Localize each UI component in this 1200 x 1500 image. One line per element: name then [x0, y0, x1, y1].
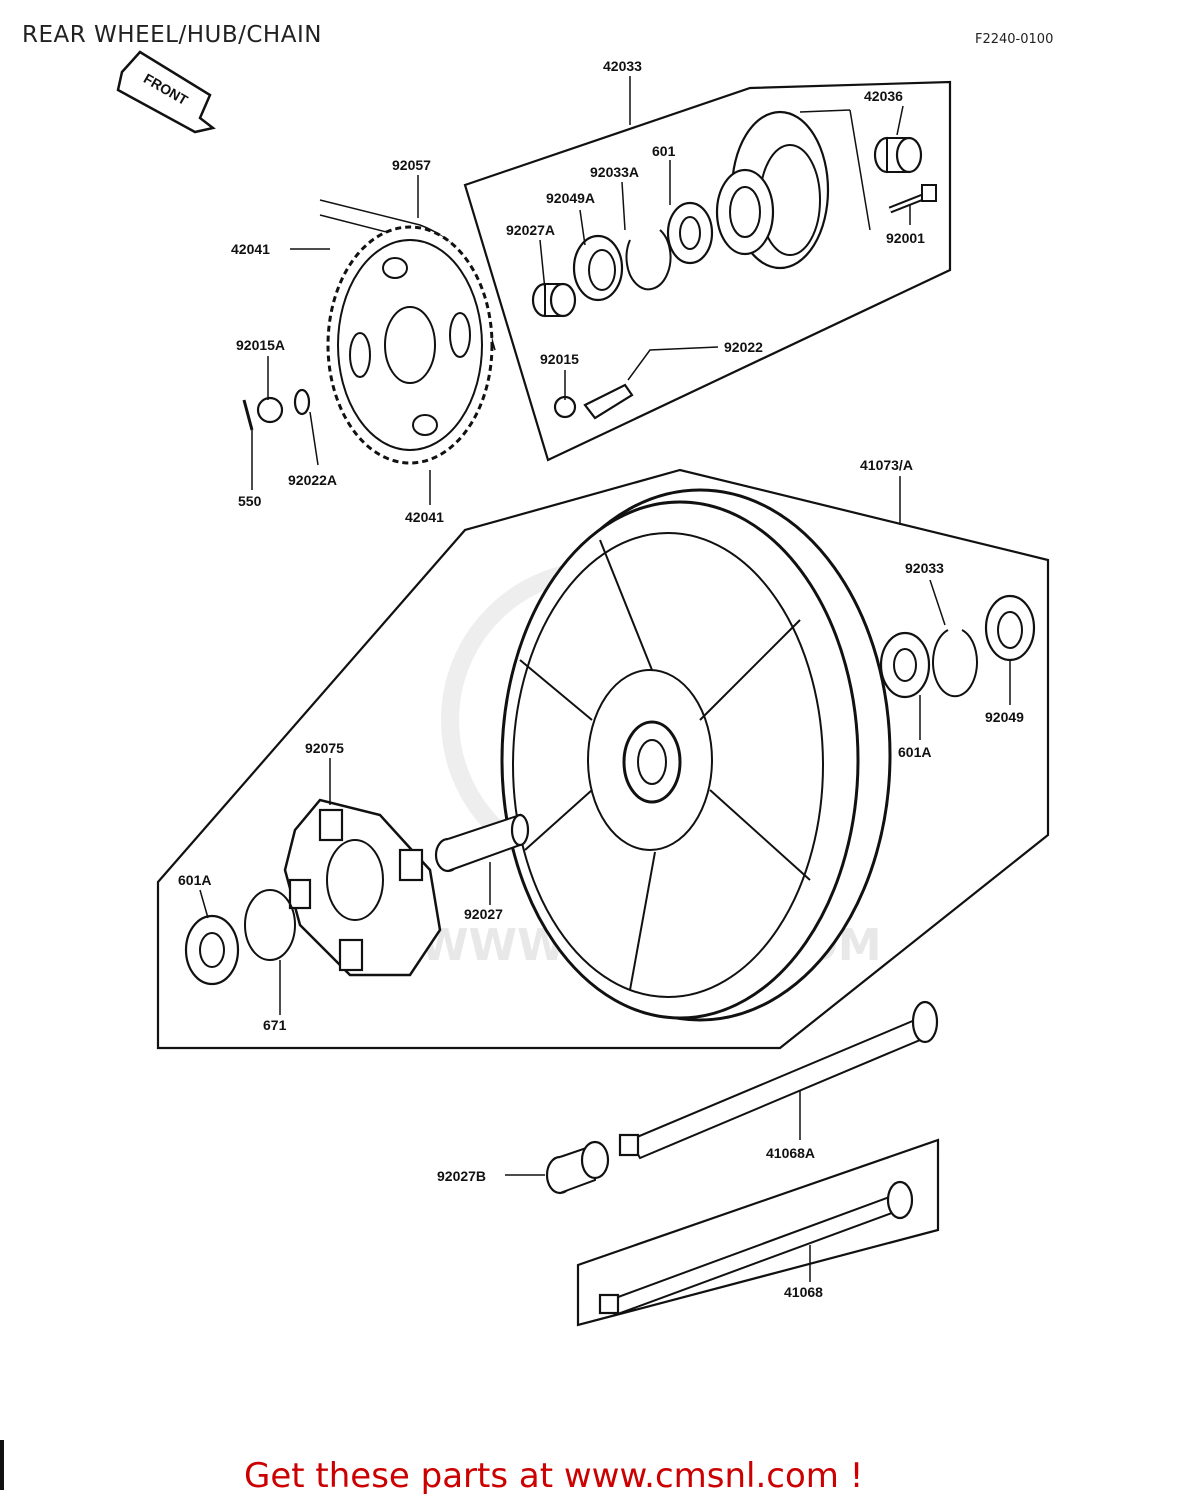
label-92015: 92015 [540, 351, 579, 367]
rear-wheel-41073A [500, 488, 892, 1022]
front-arrow-icon: FRONT [116, 50, 216, 134]
label-92033: 92033 [905, 560, 944, 576]
circlip-92033A [625, 229, 672, 291]
axle-41068 [598, 1180, 914, 1317]
label-92022: 92022 [724, 339, 763, 355]
footer-link-text[interactable]: Get these parts at www.cmsnl.com ! [244, 1456, 864, 1496]
label-42036: 42036 [864, 88, 903, 104]
bearing-601A-right [879, 631, 931, 699]
label-601A-right: 601A [898, 744, 931, 760]
label-92049A: 92049A [546, 190, 595, 206]
label-92075: 92075 [305, 740, 344, 756]
label-92057: 92057 [392, 157, 431, 173]
axle-41068A [618, 1000, 939, 1160]
label-92027A: 92027A [506, 222, 555, 238]
bolt-92001 [888, 184, 937, 214]
label-92001: 92001 [886, 230, 925, 246]
label-41068: 41068 [784, 1284, 823, 1300]
seal-92049 [984, 594, 1036, 662]
label-92022A: 92022A [288, 472, 337, 488]
label-601A-left: 601A [178, 872, 211, 888]
plate-92022 [583, 383, 634, 420]
label-601: 601 [652, 143, 676, 159]
label-41073A: 41073/A [860, 457, 913, 473]
label-41068A: 41068A [766, 1145, 815, 1161]
collar-92027A [531, 282, 577, 318]
label-92027: 92027 [464, 906, 503, 922]
hub-assembly-box [463, 80, 952, 462]
label-42041-bottom: 42041 [405, 509, 444, 525]
label-42041-top: 42041 [231, 241, 270, 257]
label-92033A: 92033A [590, 164, 639, 180]
washer-92022A [293, 388, 311, 416]
circlip-92033 [932, 629, 978, 698]
collar-42036 [873, 136, 923, 174]
collar-92027 [434, 813, 530, 873]
diagram-code: F2240-0100 [975, 32, 1054, 47]
label-92027B: 92027B [437, 1168, 486, 1184]
collar-92027B [545, 1140, 610, 1195]
edge-mark [0, 1440, 4, 1490]
bearing-601A-left [184, 914, 240, 986]
label-42033: 42033 [603, 58, 642, 74]
damper-92075 [283, 798, 442, 977]
bearing-601 [666, 201, 714, 265]
label-92015A: 92015A [236, 337, 285, 353]
o-ring-671 [244, 889, 296, 961]
cotter-pin-550 [242, 399, 254, 431]
label-671: 671 [263, 1017, 287, 1033]
rear-hub-42033 [715, 109, 871, 270]
nut-92015A [256, 396, 284, 424]
sprocket-42041 [326, 225, 494, 465]
leader-lines [199, 76, 1011, 1282]
seal-92049A [572, 234, 624, 302]
page-title: REAR WHEEL/HUB/CHAIN [22, 22, 322, 48]
axle-box [576, 1138, 940, 1327]
wheel-assembly-box [156, 468, 1050, 1050]
label-92049: 92049 [985, 709, 1024, 725]
label-550: 550 [238, 493, 262, 509]
